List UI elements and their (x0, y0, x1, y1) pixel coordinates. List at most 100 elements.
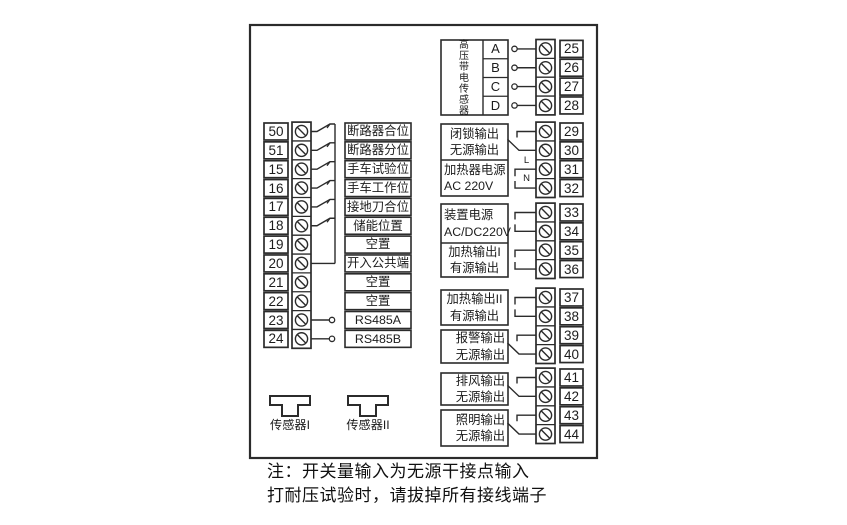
screw-terminal-icon (294, 237, 309, 252)
output-function-label: 闭锁输出 (449, 126, 500, 141)
contact-switch-icon (507, 384, 536, 398)
screw-terminal-icon (538, 224, 553, 239)
box (344, 141, 412, 160)
screw-terminal-icon (538, 98, 553, 113)
screw-terminal-icon (294, 143, 309, 158)
screw-terminal-icon (538, 181, 553, 195)
input-function-label: 空置 (365, 237, 391, 252)
screw-terminal-icon (294, 181, 309, 195)
terminal-number: 19 (268, 237, 284, 253)
terminal-number: 39 (563, 327, 580, 343)
output-function-label: 装置电源 (444, 208, 494, 223)
terminal-number: 22 (268, 293, 284, 309)
box (440, 329, 509, 364)
box (559, 96, 584, 115)
box (344, 235, 412, 254)
power-pin-icon (514, 262, 536, 270)
output-function-label: 加热输出II (446, 292, 503, 307)
terminal-number: 31 (563, 161, 580, 177)
contact-switch-icon (311, 179, 335, 189)
box (263, 159, 289, 179)
connection-node-icon (328, 316, 336, 324)
screw-terminal-icon (538, 427, 553, 441)
terminal-number: 17 (268, 199, 284, 215)
terminal-number: 44 (563, 426, 580, 442)
output-function-label: 无源输出 (455, 390, 505, 405)
box (559, 240, 584, 260)
terminal-number: 28 (563, 97, 580, 113)
box (559, 58, 584, 78)
terminal-number: 24 (268, 331, 284, 347)
box (559, 259, 584, 279)
terminal-number: 38 (563, 308, 580, 324)
box (344, 122, 412, 141)
terminal-number: 43 (563, 407, 580, 423)
wire (326, 161, 331, 167)
screw-terminal-icon (538, 42, 553, 56)
wire (326, 217, 331, 223)
box (559, 307, 584, 326)
box (440, 203, 509, 278)
box (559, 405, 584, 425)
terminal-number: 35 (563, 242, 580, 258)
power-pin-icon (514, 224, 536, 233)
screw-terminal-icon (538, 205, 553, 220)
screw-terminal-icon (294, 200, 309, 214)
input-function-label: 空置 (365, 293, 391, 308)
box (263, 272, 289, 292)
input-function-label: 储能位置 (353, 218, 403, 233)
output-function-label: 报警输出 (455, 331, 505, 346)
screw-terminal-icon (294, 124, 309, 139)
sensor-label: 传感器I (270, 418, 310, 432)
terminal-number: 23 (268, 312, 284, 328)
contact-switch-icon (516, 130, 536, 138)
terminal-number: 20 (268, 255, 284, 271)
terminal-number: 50 (268, 124, 284, 139)
box (559, 387, 584, 406)
screw-terminal-icon (294, 162, 309, 176)
screw-terminal-icon (538, 143, 553, 158)
contact-switch-icon (311, 161, 335, 170)
box (344, 291, 412, 311)
output-function-label: 加热输出I (448, 244, 501, 259)
connection-node-icon (511, 83, 518, 90)
box (263, 254, 289, 273)
box (344, 272, 412, 292)
box (263, 235, 289, 254)
screw-terminal-icon (538, 328, 553, 343)
screw-terminal-icon (538, 389, 553, 404)
phase-label: A (491, 41, 500, 57)
hv-sensor-title: 高压带电传感器 (456, 39, 468, 116)
phase-label: D (490, 97, 501, 113)
box (559, 203, 584, 222)
terminal-number: 30 (563, 142, 580, 158)
screw-terminal-icon (294, 332, 309, 346)
box (559, 178, 584, 198)
terminal-number: 36 (563, 261, 580, 277)
output-function-label: AC/DC220V (444, 224, 511, 239)
contact-switch-icon (507, 342, 536, 355)
screw-terminal-icon (538, 79, 553, 94)
box (263, 310, 289, 330)
box (263, 141, 289, 160)
box (559, 77, 584, 96)
output-function-label: 无源输出 (455, 429, 505, 444)
contact-switch-icon (311, 142, 335, 152)
contact-switch-icon (311, 198, 335, 208)
screw-terminal-icon (538, 408, 553, 423)
terminal-number: 27 (563, 79, 580, 95)
box (559, 141, 584, 160)
power-pin-icon (514, 249, 536, 258)
terminal-number: 37 (563, 290, 580, 305)
output-function-label: 无源输出 (449, 143, 500, 158)
sensor-label: 传感器II (346, 418, 390, 432)
input-function-label: RS485B (354, 331, 402, 346)
box (344, 310, 412, 330)
output-function-label: 加热器电源 (444, 162, 506, 177)
box (559, 368, 584, 387)
connection-node-icon (511, 45, 518, 53)
contact-switch-icon (516, 376, 536, 384)
box (559, 288, 584, 307)
